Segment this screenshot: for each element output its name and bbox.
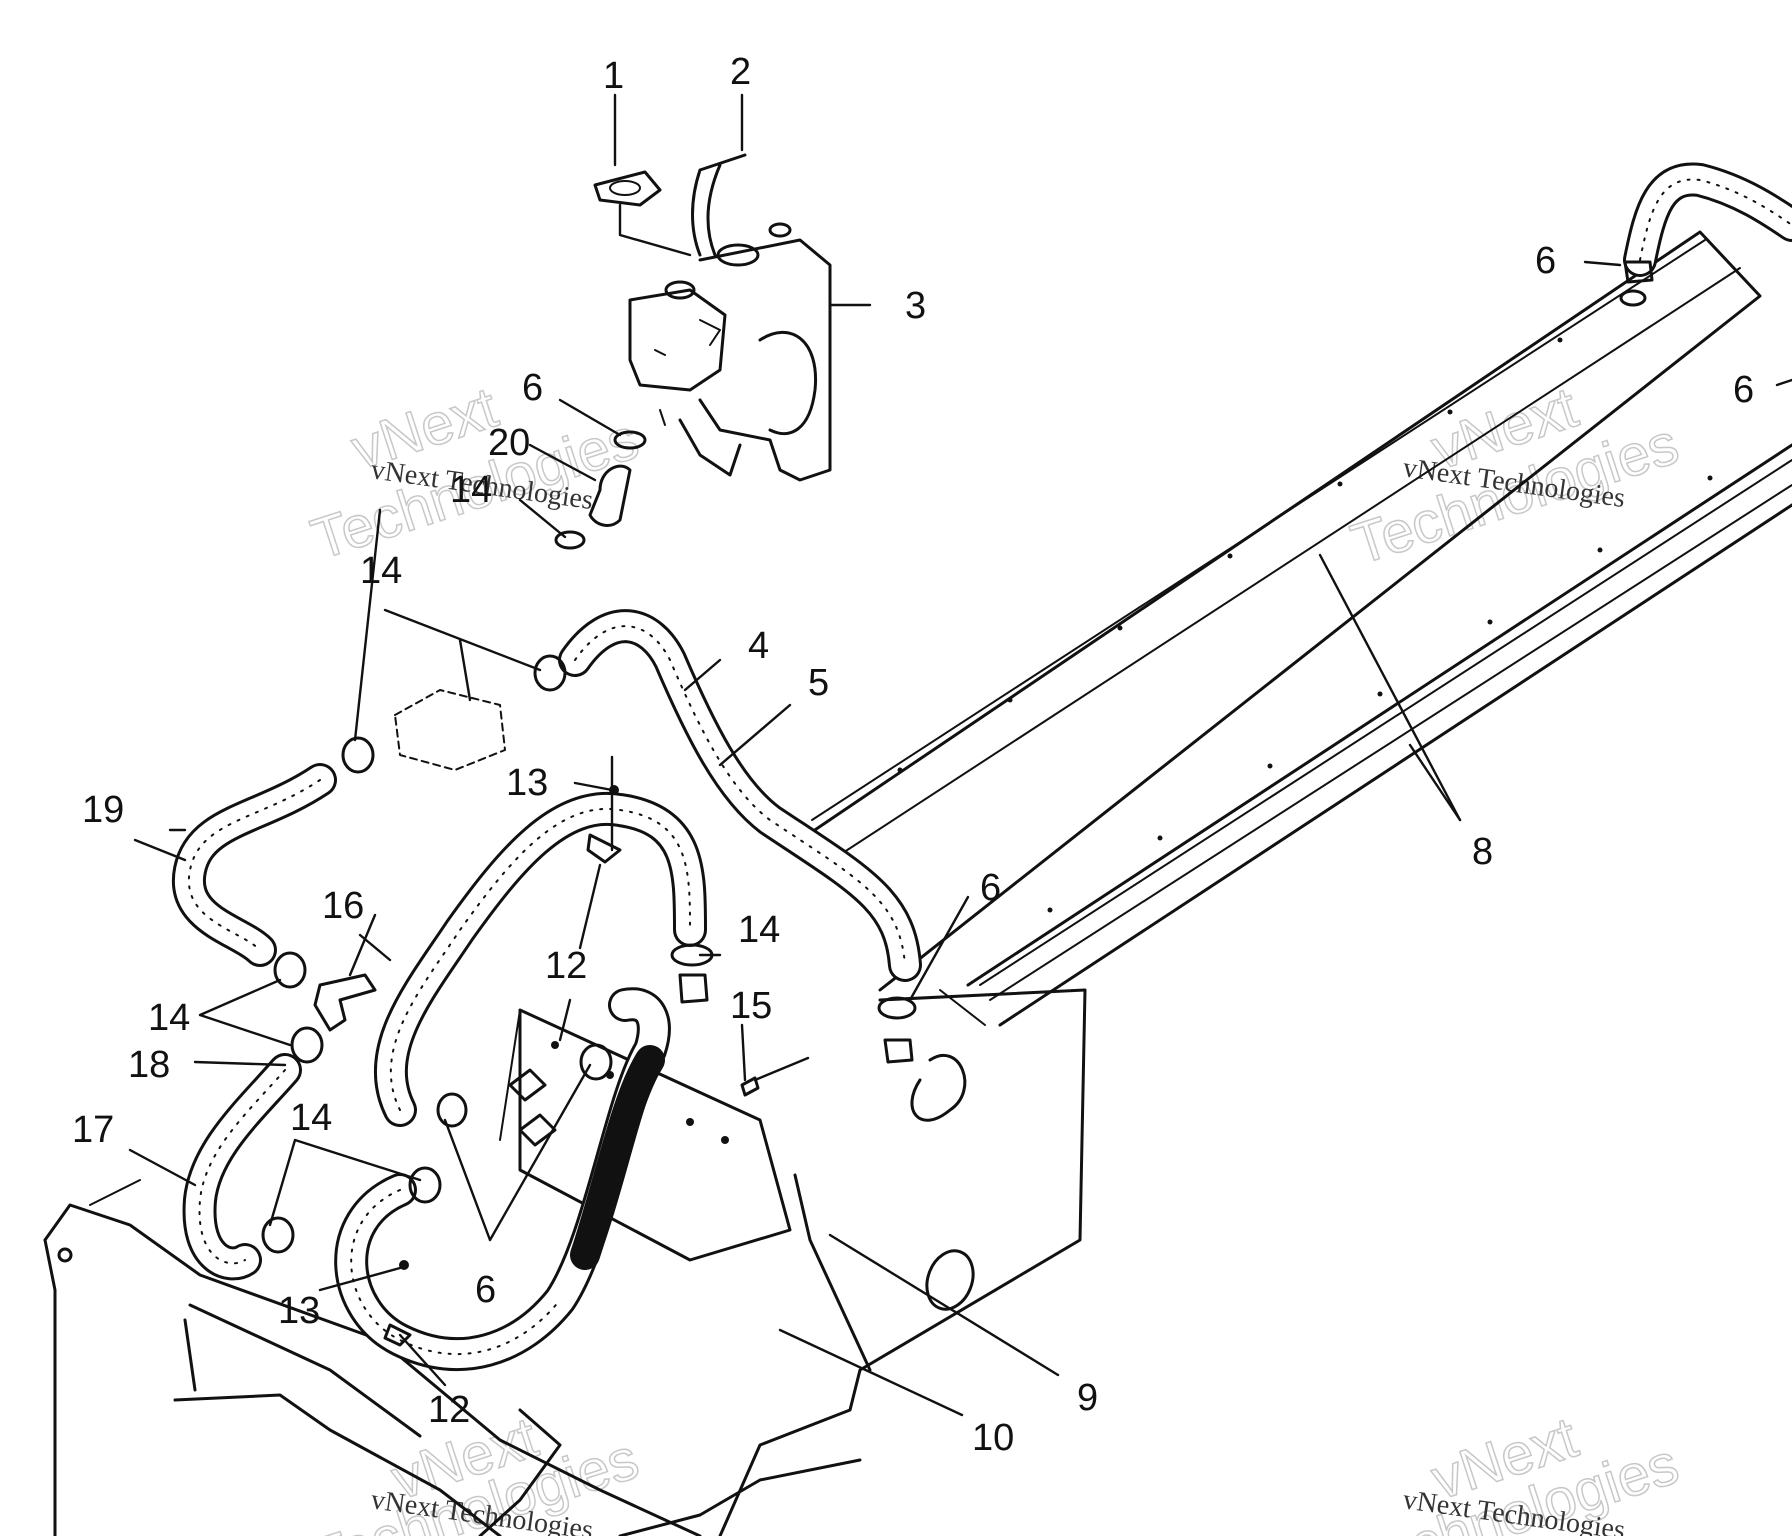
callout-6-rear-right: 6 — [1733, 369, 1754, 411]
callout-6-rear-top: 6 — [1535, 240, 1556, 282]
callout-14-left: 14 — [148, 997, 190, 1039]
chassis-bulkhead — [43, 988, 1087, 1536]
callout-15: 15 — [730, 985, 772, 1027]
callout-9: 9 — [1077, 1377, 1098, 1419]
bolt-15 — [740, 1076, 760, 1097]
small-parts — [261, 153, 1654, 1347]
hose-nipples — [436, 1043, 613, 1147]
hoses — [171, 162, 1792, 1371]
callout-19: 19 — [82, 789, 124, 831]
callout-5: 5 — [808, 662, 829, 704]
callout-3: 3 — [905, 285, 926, 327]
callout-6-hose-4-end: 6 — [980, 867, 1001, 909]
callout-14-upper: 14 — [360, 550, 402, 592]
callout-17: 17 — [72, 1109, 114, 1151]
callout-13-upper: 13 — [506, 762, 548, 804]
tunnel-heat-exchanger — [798, 230, 1792, 1027]
tee-fitting — [313, 973, 377, 1032]
elbow-20 — [588, 464, 632, 527]
callout-16: 16 — [322, 885, 364, 927]
callout-8: 8 — [1472, 831, 1493, 873]
callout-12-lower: 12 — [428, 1389, 470, 1431]
rivet-row — [897, 337, 1713, 913]
thermostat-housing — [394, 689, 506, 771]
watermarks: vNext Technologies vNext Technologies vN… — [303, 374, 1687, 1536]
callout-14-reservoir: 14 — [450, 469, 492, 511]
bracket-12 — [586, 833, 622, 864]
callout-14-lower: 14 — [290, 1097, 332, 1139]
vent-hose — [691, 153, 747, 257]
callout-6-reservoir: 6 — [522, 367, 543, 409]
leader-lines — [128, 93, 1792, 1417]
callout-12-upper: 12 — [545, 945, 587, 987]
callout-1: 1 — [603, 55, 624, 97]
coolant-reservoir — [628, 222, 832, 482]
callout-10: 10 — [972, 1417, 1014, 1459]
callout-18: 18 — [128, 1044, 170, 1086]
callout-13-lower: 13 — [278, 1290, 320, 1332]
callout-14-hose-5-end: 14 — [738, 909, 780, 951]
cap-gasket — [593, 170, 662, 207]
hose-solid-section — [570, 1045, 665, 1270]
callout-2: 2 — [730, 51, 751, 93]
callout-numbers: 1 2 3 4 5 6 6 6 6 6 8 9 10 12 12 13 13 1… — [72, 51, 1754, 1459]
callout-20: 20 — [488, 422, 530, 464]
callout-6-bulkhead: 6 — [475, 1269, 496, 1311]
clamps-6 — [613, 260, 1654, 1064]
callout-4: 4 — [748, 625, 769, 667]
